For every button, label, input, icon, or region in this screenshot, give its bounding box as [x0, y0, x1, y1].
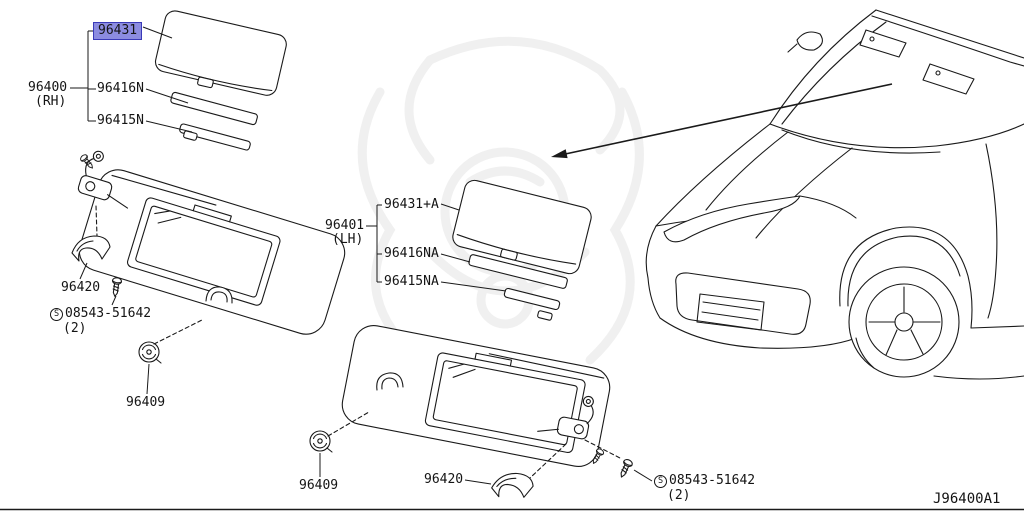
callout-cover-rh-selected[interactable]: 96431: [93, 22, 143, 40]
callout-group-lh[interactable]: 96401 (LH): [325, 219, 364, 247]
part-number: 96416N: [97, 81, 144, 96]
side-label: (RH): [35, 94, 67, 109]
part-number: 08543-51642: [669, 473, 756, 488]
quantity-label: (2): [667, 488, 691, 503]
visor-body-rh: [78, 169, 346, 335]
strip-upper-rh: [170, 91, 258, 126]
circle-s-icon: S: [654, 475, 667, 488]
part-number: 96420: [424, 472, 464, 487]
clip-pad-lh: [491, 472, 534, 498]
part-number: 96416NA: [384, 246, 439, 261]
holder-clip-lh: [309, 430, 333, 453]
holder-clip-rh: [138, 341, 162, 364]
strip-lower-rh: [179, 123, 251, 151]
quantity-label: (2): [63, 321, 87, 336]
callout-clip-rh[interactable]: 96420: [61, 281, 100, 295]
car-illustration: [645, 9, 1024, 380]
callout-group-rh[interactable]: 96400 (RH): [28, 81, 67, 109]
front-wheel: [848, 266, 960, 378]
part-number: 96409: [299, 478, 339, 493]
circle-s-icon: S: [50, 308, 63, 321]
side-label: (LH): [332, 232, 364, 247]
mirror-cover-lh: [452, 179, 592, 275]
rh-visor-drawing: [71, 10, 346, 364]
grille: [675, 272, 811, 335]
strip-upper-lh: [468, 254, 568, 289]
callout-strip-lower-rh[interactable]: 96415N: [97, 114, 144, 128]
callout-strip-upper-rh[interactable]: 96416N: [97, 82, 144, 96]
callout-holder-lh[interactable]: 96409: [299, 479, 338, 493]
part-number: 96415NA: [384, 274, 439, 289]
lh-visor-drawing: [309, 179, 634, 498]
visor-body-lh: [341, 325, 611, 467]
callout-strip-lower-lh[interactable]: 96415NA: [384, 275, 439, 289]
pivot-bracket-lh: [537, 395, 594, 440]
callout-holder-rh[interactable]: 96409: [126, 396, 165, 410]
strip-lower-lh: [503, 287, 561, 311]
pointer-arrow: [551, 83, 893, 159]
mirror-cover-rh: [154, 10, 287, 96]
leader-lines: [0, 26, 1024, 511]
part-number: 96431: [98, 23, 138, 38]
headlight: [663, 195, 801, 243]
part-number: 96409: [126, 395, 166, 410]
part-number: 96420: [61, 280, 101, 295]
part-number: 96401: [325, 218, 365, 233]
callout-cover-lh[interactable]: 96431+A: [384, 198, 439, 212]
side-mirror: [796, 31, 823, 51]
drawing-code: J96400A1: [933, 491, 1001, 507]
callout-strip-upper-lh[interactable]: 96416NA: [384, 247, 439, 261]
screw-icon: [616, 457, 634, 480]
part-number: 08543-51642: [65, 306, 152, 321]
part-number: 96431+A: [384, 197, 439, 212]
screw-icon: [109, 276, 123, 298]
part-number: 96400: [28, 80, 68, 95]
callout-clip-lh[interactable]: 96420: [424, 473, 463, 487]
clip-pad-rh: [71, 235, 111, 262]
part-number: 96415N: [97, 113, 144, 128]
